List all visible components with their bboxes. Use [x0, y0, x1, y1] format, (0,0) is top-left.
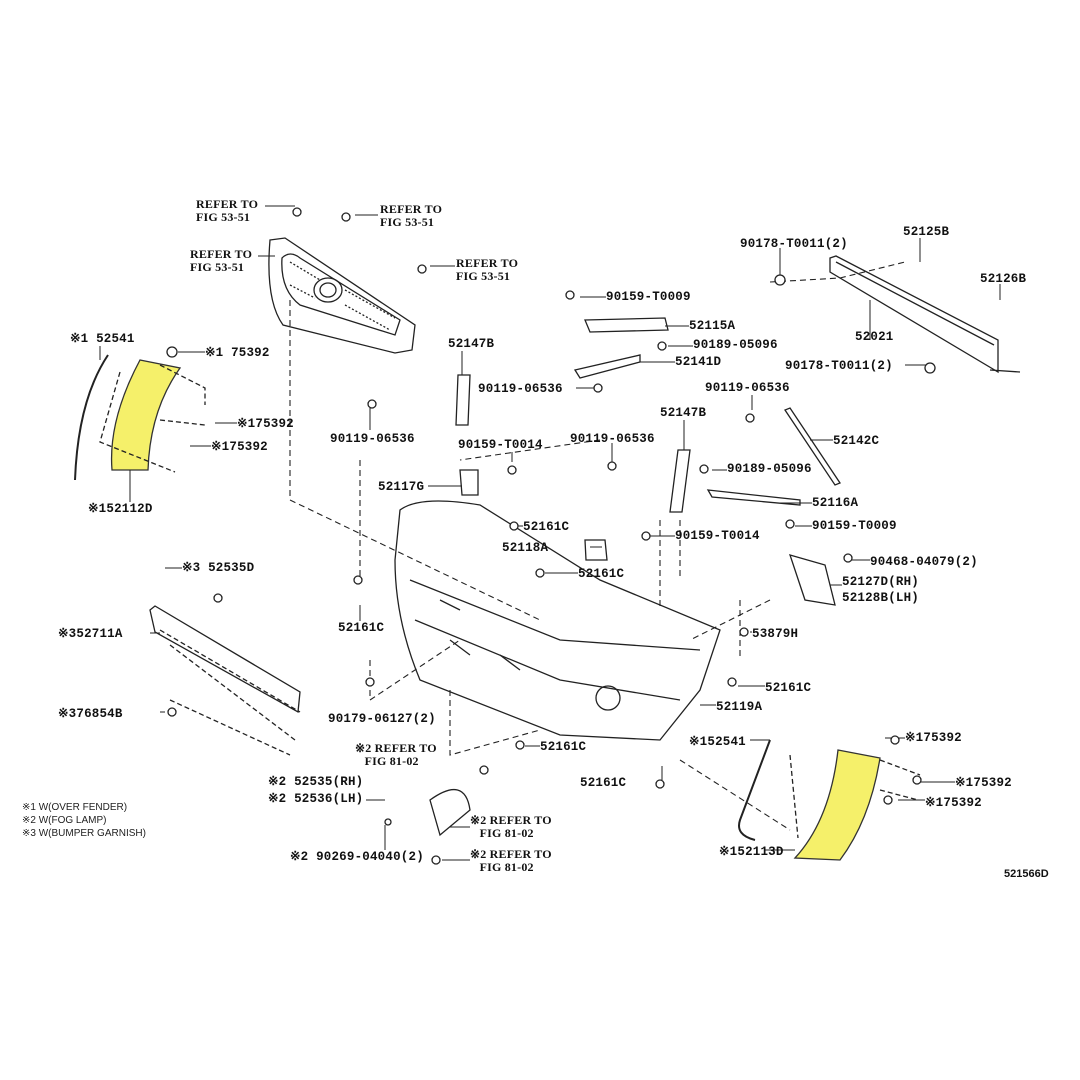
part-label: 90159-T0009	[606, 290, 691, 304]
note-item: ※3 W(BUMPER GARNISH)	[22, 828, 146, 839]
part-label: ※1 52541	[70, 332, 135, 346]
radiator-grille	[268, 237, 416, 354]
part-label: 52142C	[833, 434, 880, 448]
part-label: 52117G	[378, 480, 425, 494]
part-label: 52161C	[338, 621, 385, 635]
part-label: 52161C	[580, 776, 627, 790]
refer-label: ※2 REFER TO FIG 81-02	[470, 847, 552, 874]
part-label: 52141D	[675, 355, 722, 369]
part-label: ※2 90269-04040(2)	[290, 850, 424, 864]
part-label: 52115A	[689, 319, 736, 333]
refer-label: REFER TO FIG 53-51	[196, 197, 259, 224]
refer-label: ※2 REFER TO FIG 81-02	[355, 741, 437, 768]
bumper-reinforcement	[829, 255, 1021, 374]
part-label: 52119A	[716, 700, 763, 714]
part-label: 52161C	[523, 520, 570, 534]
fender-flare-left	[110, 359, 182, 471]
part-label: 90159-T0009	[812, 519, 897, 533]
part-label: 90178-T0011(2)	[740, 237, 848, 251]
part-label: ※175392	[237, 417, 294, 431]
part-label: 90119-06536	[478, 382, 563, 396]
part-label: 90179-06127(2)	[328, 712, 436, 726]
part-label: ※2 52536(LH)	[268, 792, 364, 806]
part-label: 52161C	[540, 740, 587, 754]
part-label: ※152112D	[88, 502, 153, 516]
note-item: ※2 W(FOG LAMP)	[22, 815, 107, 826]
refer-label: ※2 REFER TO FIG 81-02	[470, 813, 552, 840]
part-label: 52127D(RH)	[842, 575, 920, 589]
part-label: ※2 52535(RH)	[268, 775, 364, 789]
part-label: 52161C	[578, 567, 625, 581]
part-label: ※175392	[211, 440, 268, 454]
part-label: 90159-T0014	[458, 438, 543, 452]
part-label: ※352711A	[58, 627, 123, 641]
part-label: ※175392	[925, 796, 982, 810]
part-label: ※152113D	[719, 845, 784, 859]
legend-notes: ※1 W(OVER FENDER) ※2 W(FOG LAMP) ※3 W(BU…	[22, 801, 146, 840]
part-label: ※175392	[955, 776, 1012, 790]
part-label: ※376854B	[58, 707, 123, 721]
part-label: 90119-06536	[570, 432, 655, 446]
front-bumper-cover	[394, 500, 721, 741]
refer-label: REFER TO FIG 53-51	[190, 247, 253, 274]
fender-flare-right	[793, 749, 881, 861]
part-label: 90178-T0011(2)	[785, 359, 893, 373]
refer-label: REFER TO FIG 53-51	[456, 256, 519, 283]
part-label: ※152541	[689, 735, 746, 749]
part-label: 52125B	[903, 225, 950, 239]
part-label: ※1 75392	[205, 346, 270, 360]
part-label: 52147B	[660, 406, 707, 420]
bumper-garnish	[149, 605, 301, 714]
part-label: 52128B(LH)	[842, 591, 920, 605]
figure-code: 521566D	[1004, 868, 1049, 880]
part-label: 90119-06536	[705, 381, 790, 395]
part-label: 52147B	[448, 337, 495, 351]
part-label: 53879H	[752, 627, 799, 641]
part-label: 90468-04079(2)	[870, 555, 978, 569]
part-label: 52161C	[765, 681, 812, 695]
part-label: ※175392	[905, 731, 962, 745]
part-label: 52126B	[980, 272, 1027, 286]
part-label: 90159-T0014	[675, 529, 760, 543]
part-label: 52021	[855, 330, 894, 344]
part-label: 52116A	[812, 496, 859, 510]
part-label: 90119-06536	[330, 432, 415, 446]
refer-label: REFER TO FIG 53-51	[380, 202, 443, 229]
part-label: 90189-05096	[727, 462, 812, 476]
part-label: 52118A	[502, 541, 549, 555]
part-label: 90189-05096	[693, 338, 778, 352]
part-label: ※3 52535D	[182, 561, 255, 575]
note-item: ※1 W(OVER FENDER)	[22, 802, 128, 813]
